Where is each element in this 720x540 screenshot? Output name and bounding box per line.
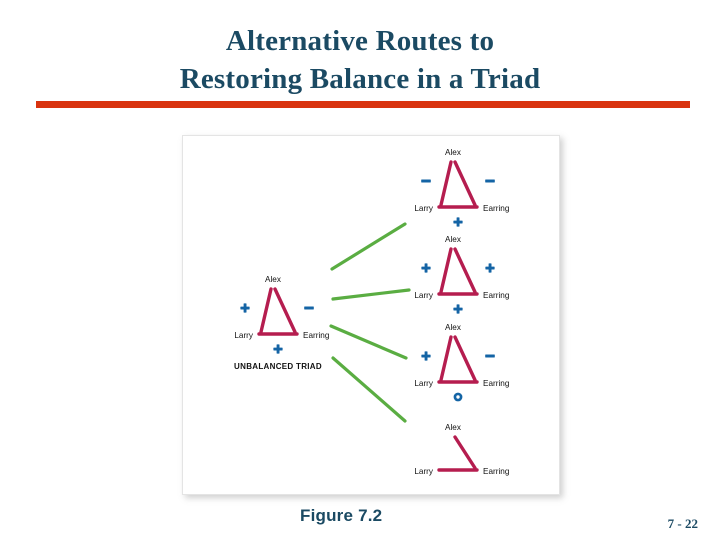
outcome-triad-3: Alex Larry Earring <box>414 323 510 402</box>
triad-node-left: Larry <box>414 379 434 388</box>
triad-edge-right <box>273 287 297 334</box>
triad-node-top: Alex <box>445 148 461 157</box>
title-line-2: Restoring Balance in a Triad <box>179 63 541 95</box>
unbalanced-triad-caption: UNBALANCED TRIAD <box>234 362 322 371</box>
sign-null-bottom <box>453 392 463 402</box>
figure-caption: Figure 7.2 <box>300 506 383 525</box>
connector-line-2 <box>331 288 411 301</box>
triad-node-left: Larry <box>414 467 434 476</box>
triad-node-top: Alex <box>445 423 461 432</box>
triad-edge-left <box>439 335 453 382</box>
triad-edge-left <box>259 287 273 334</box>
sign-plus-left <box>421 263 431 273</box>
sign-minus-right <box>485 354 495 358</box>
sign-plus-bottom <box>453 217 463 227</box>
unbalanced-triad: Alex Larry Earring UNBALANCED TRIAD <box>234 275 330 371</box>
sign-plus-bottom <box>273 344 283 354</box>
sign-minus-right <box>485 179 495 183</box>
triad-edge-right <box>453 335 477 382</box>
connector-line-3 <box>329 324 408 360</box>
triad-node-top: Alex <box>445 323 461 332</box>
outcome-triad-4: Alex Larry Earring <box>414 423 509 476</box>
connector-line-4 <box>331 356 407 423</box>
title-line-1: Alternative Routes to <box>225 25 495 57</box>
triad-edge-right <box>453 160 477 207</box>
triad-edge-right <box>453 435 477 470</box>
triad-node-right: Earring <box>483 291 510 300</box>
triad-node-left: Larry <box>414 291 434 300</box>
triad-edge-right <box>453 247 477 294</box>
triad-node-right: Earring <box>303 331 330 340</box>
sign-minus-left <box>421 179 431 183</box>
sign-plus-left <box>421 351 431 361</box>
triad-edge-left <box>439 247 453 294</box>
triad-node-right: Earring <box>483 467 510 476</box>
outcome-triad-2: Alex Larry Earring <box>414 235 510 314</box>
triad-diagram: Alex Larry Earring UNBALANCED TRIAD <box>234 148 510 476</box>
connector-line-1 <box>330 222 407 271</box>
triad-node-left: Larry <box>414 204 434 213</box>
page-title: Alternative Routes to Restoring Balance … <box>0 22 720 98</box>
outcome-triad-1: Alex Larry Earring <box>414 148 510 227</box>
sign-plus-left <box>240 303 250 313</box>
sign-plus-right <box>485 263 495 273</box>
triad-node-left: Larry <box>234 331 254 340</box>
connector-lines <box>329 222 411 423</box>
triad-node-top: Alex <box>445 235 461 244</box>
sign-minus-right <box>304 306 314 310</box>
figure-panel: Alex Larry Earring UNBALANCED TRIAD <box>182 135 560 495</box>
triad-edge-left <box>439 160 453 207</box>
sign-plus-bottom <box>453 304 463 314</box>
title-accent-rule <box>36 101 690 108</box>
page-number: 7 - 22 <box>667 516 698 531</box>
triad-node-right: Earring <box>483 204 510 213</box>
triad-node-right: Earring <box>483 379 510 388</box>
triad-node-top: Alex <box>265 275 281 284</box>
